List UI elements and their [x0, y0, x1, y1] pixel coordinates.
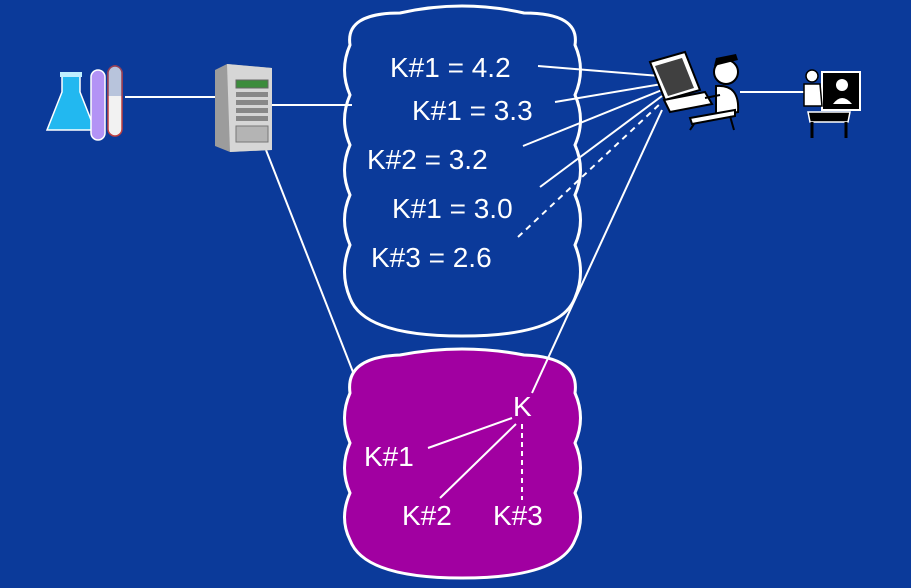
connectors	[125, 65, 805, 500]
presenter-icon	[803, 69, 861, 138]
server-tower-icon	[215, 64, 272, 152]
database-child-k3: K#3	[493, 500, 543, 531]
db-link-k-k1	[427, 417, 513, 449]
link-value-1	[537, 65, 661, 77]
values-cloud	[343, 4, 582, 338]
server-to-database-line	[265, 149, 354, 373]
database-child-k2: K#2	[402, 500, 452, 531]
cloud-entry-4: K#1 = 3.0	[392, 193, 513, 224]
link-value-4	[539, 95, 663, 188]
cloud-entry-2: K#1 = 3.3	[412, 95, 533, 126]
database-root-label: K	[513, 391, 532, 422]
cloud-entry-1: K#1 = 4.2	[390, 52, 511, 83]
computer-user-icon	[648, 50, 740, 131]
cloud-entry-5: K#3 = 2.6	[371, 242, 492, 273]
database-child-k1: K#1	[364, 441, 414, 472]
link-user-to-database	[531, 109, 663, 394]
lab-glassware-icon	[45, 65, 123, 141]
cloud-entry-3: K#2 = 3.2	[367, 144, 488, 175]
db-link-k-k2	[439, 423, 517, 499]
link-value-2	[554, 83, 663, 103]
link-value-3	[522, 89, 663, 147]
knowledge-database	[343, 347, 582, 580]
